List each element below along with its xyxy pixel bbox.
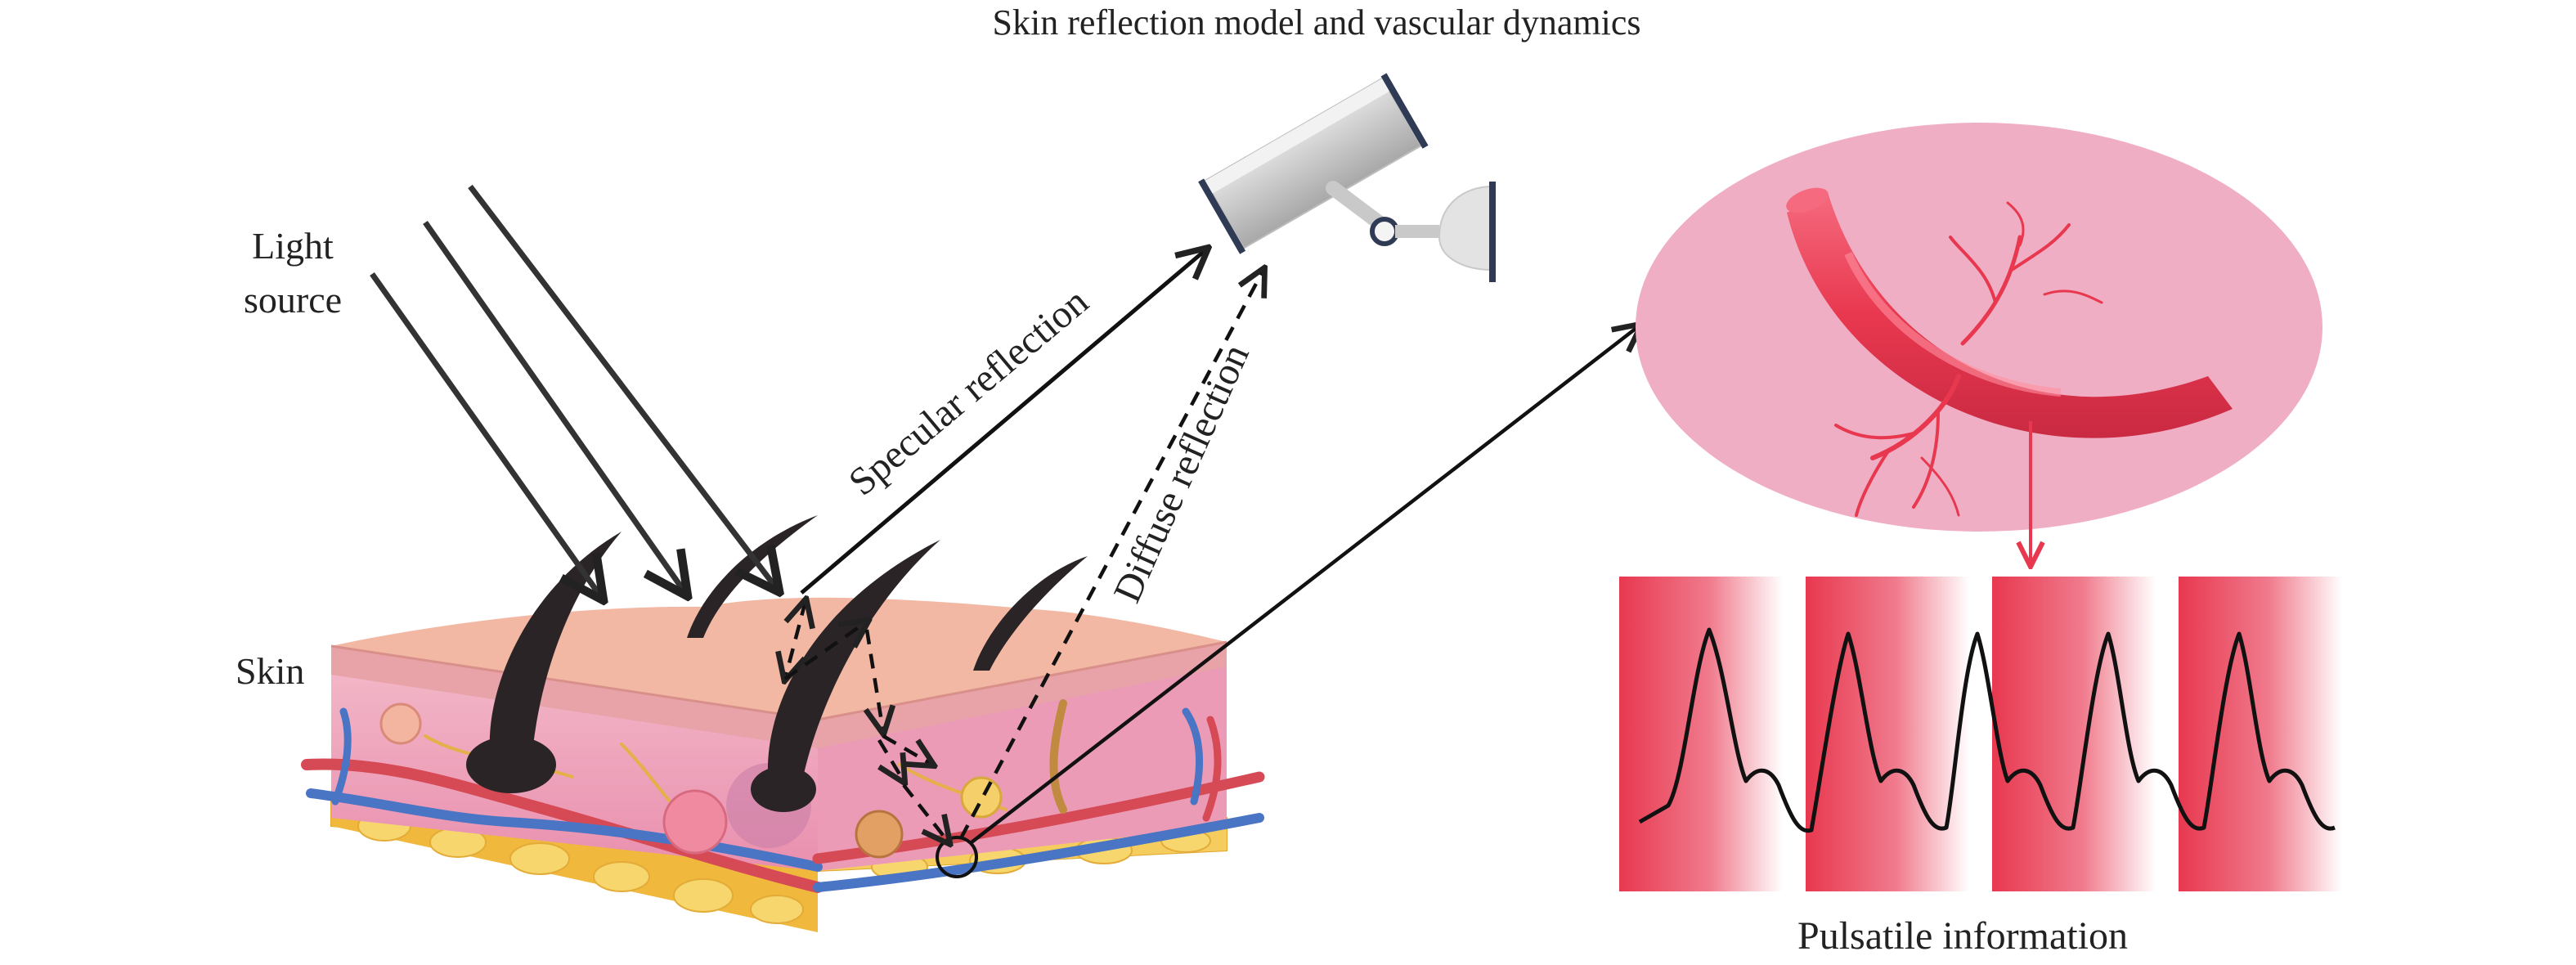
specular-reflection-label: Specular reflection — [841, 280, 1097, 504]
blood-vessel-illustration — [1636, 123, 2322, 532]
diagram-title: Skin reflection model and vascular dynam… — [993, 2, 1641, 43]
pulse-waveform — [1638, 627, 2336, 833]
pulse-bands — [1619, 577, 2342, 891]
skin-label: Skin — [236, 650, 304, 692]
light-source-label-line2: source — [244, 279, 342, 321]
pulsatile-information-label: Pulsatile information — [1797, 914, 2128, 958]
diffuse-reflection-path — [785, 270, 1263, 842]
specular-reflection-arrow — [800, 249, 1206, 595]
camera-icon — [1198, 73, 1496, 282]
diffuse-reflection-label: Diffuse reflection — [1106, 338, 1258, 608]
incident-light-arrows — [370, 184, 777, 597]
vessel-zoom-arrow — [970, 325, 1640, 844]
vessel-focus-marker — [936, 836, 978, 878]
light-source-label-line1: Light — [252, 225, 334, 267]
